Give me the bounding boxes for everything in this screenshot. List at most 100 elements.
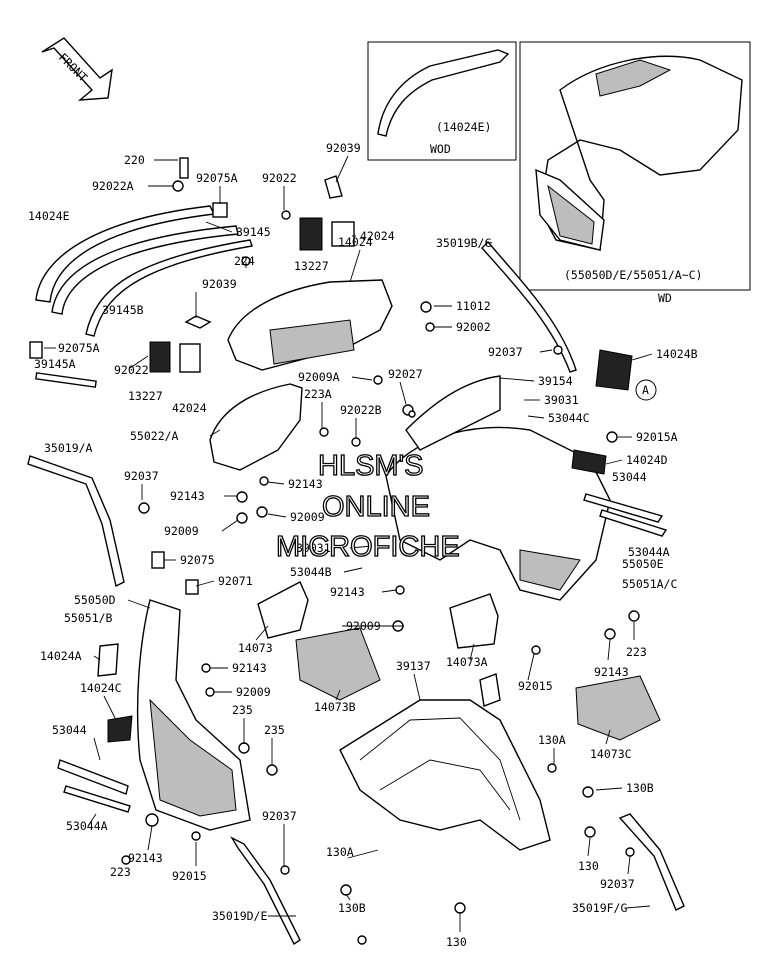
- part-label: 92071: [218, 574, 253, 588]
- meter-cover-14024: [149, 175, 393, 373]
- part-label: 14024B: [656, 347, 698, 361]
- part-label: 14073B: [314, 700, 356, 714]
- part-label: 92022: [262, 171, 297, 185]
- part-label: 92027: [388, 367, 423, 381]
- inset-wd-part: (55050D/E/55051/A~C): [564, 268, 702, 282]
- leader-line: [413, 673, 421, 701]
- part-label: 53044: [612, 470, 647, 484]
- long-trim-strips: [27, 455, 685, 946]
- inset-wod-caption: WOD: [430, 142, 451, 156]
- leader-line: [631, 353, 653, 361]
- leader-line: [87, 813, 97, 827]
- part-label: 92143: [594, 665, 629, 679]
- leader-line: [267, 481, 285, 485]
- part-label: 55050D: [74, 593, 116, 607]
- part-label: 11012: [456, 299, 491, 313]
- part-label: 92143: [330, 585, 365, 599]
- callout-a-label: A: [642, 383, 649, 397]
- leader-line: [499, 377, 535, 382]
- leader-line: [625, 905, 651, 909]
- part-label: 53044: [52, 723, 87, 737]
- leader-line: [607, 639, 611, 661]
- part-label: 92009: [236, 685, 271, 699]
- part-label: 92037: [600, 877, 635, 891]
- part-label: 92009A: [298, 370, 340, 384]
- part-label: 39145: [236, 225, 271, 239]
- leader-line: [93, 655, 101, 661]
- leader-line: [221, 519, 239, 532]
- part-label: 55050E: [622, 557, 664, 571]
- leader-line: [255, 625, 269, 641]
- upper-trim-parts: [29, 157, 253, 388]
- part-label: 235: [264, 723, 285, 737]
- part-label: 92022A: [92, 179, 134, 193]
- part-label: 92037: [488, 345, 523, 359]
- main-fairing-55050E: [385, 240, 668, 601]
- leader-line: [205, 221, 233, 233]
- leader-line: [351, 376, 373, 381]
- part-label: 35019D/E: [212, 909, 267, 923]
- part-label: 42024: [360, 229, 395, 243]
- leader-lines: [44, 155, 653, 932]
- leader-line: [93, 737, 101, 761]
- part-label: 53044C: [548, 411, 590, 425]
- front-arrow-icon: FRONT: [41, 37, 113, 101]
- part-label: 92009: [290, 510, 325, 524]
- leader-line: [539, 349, 553, 353]
- leader-line: [485, 241, 493, 244]
- part-label: 92009: [164, 524, 199, 538]
- part-label: 55051/B: [64, 611, 113, 625]
- part-label: 92143: [288, 477, 323, 491]
- leader-line: [349, 545, 373, 549]
- leader-line: [399, 381, 407, 405]
- part-label: 14024C: [80, 681, 122, 695]
- part-label: 55051A/C: [622, 577, 677, 591]
- part-label: 14073: [238, 641, 273, 655]
- part-label: 92039: [202, 277, 237, 291]
- part-label: 53044A: [66, 819, 108, 833]
- leader-line: [127, 599, 151, 609]
- part-label: 42024: [172, 401, 207, 415]
- part-label: 39137: [396, 659, 431, 673]
- leader-line: [627, 855, 631, 875]
- leader-line: [267, 513, 287, 518]
- leader-line: [195, 580, 215, 587]
- part-label: 14073A: [446, 655, 488, 669]
- leader-line: [605, 459, 623, 465]
- part-label: 130B: [626, 781, 654, 795]
- part-label: 55022/A: [130, 429, 179, 443]
- leader-line: [345, 893, 351, 901]
- part-label: 130A: [326, 845, 354, 859]
- part-label: 224: [234, 254, 255, 268]
- part-label: 39145B: [102, 303, 144, 317]
- inset-wod: (14024E) WOD: [367, 41, 517, 161]
- part-label: 92075A: [196, 171, 238, 185]
- part-label: 92143: [170, 489, 205, 503]
- part-label: 92022B: [340, 403, 382, 417]
- part-label: 92009: [346, 619, 381, 633]
- part-label: 39154: [538, 374, 573, 388]
- frame-bracket-39137: [339, 673, 551, 851]
- part-label: 92015: [172, 869, 207, 883]
- inset-wod-part: (14024E): [436, 120, 491, 134]
- side-cover-55050D: [97, 551, 251, 831]
- part-label: 130: [578, 859, 599, 873]
- part-label: 92143: [232, 661, 267, 675]
- watermark-line-1: HLSM'S: [318, 450, 423, 482]
- part-label: 14024E: [28, 209, 70, 223]
- leader-line: [595, 787, 623, 791]
- leader-line: [347, 849, 379, 859]
- leader-line: [103, 695, 117, 721]
- part-label: 14024A: [40, 649, 82, 663]
- part-label: 92015: [518, 679, 553, 693]
- part-label: 35019B/C: [436, 236, 491, 250]
- part-label: 92002: [456, 320, 491, 334]
- part-label: 223: [110, 865, 131, 879]
- part-label: 130: [446, 935, 467, 949]
- leader-line: [587, 837, 591, 857]
- panel-55022: [209, 383, 303, 471]
- part-label: 92075: [180, 553, 215, 567]
- part-label: 92015A: [636, 430, 678, 444]
